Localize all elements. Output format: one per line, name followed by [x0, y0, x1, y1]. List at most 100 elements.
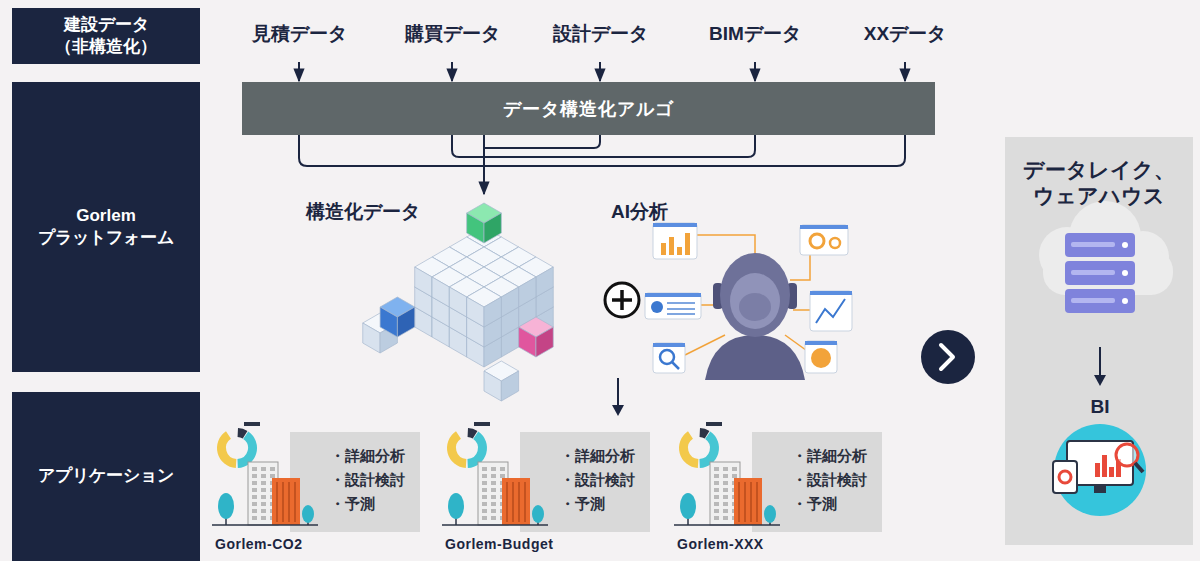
- merge-line: [452, 135, 755, 157]
- app-card: ・詳細分析・設計検討・予測Gorlem-Budget: [520, 432, 650, 532]
- arrow-shaft: [617, 378, 619, 408]
- window: [500, 474, 505, 478]
- merge-line: [299, 135, 905, 166]
- ui-panel: [653, 223, 697, 259]
- building: [502, 478, 530, 525]
- cube-face: [501, 287, 518, 317]
- feature-item: ・予測: [330, 492, 414, 516]
- legend-bar: [706, 422, 722, 426]
- gear-icon: [810, 234, 824, 248]
- bi-label: BI: [1091, 396, 1110, 418]
- window: [723, 516, 728, 520]
- window: [252, 509, 257, 513]
- plus-symbol: [605, 283, 639, 317]
- button-circle: [921, 330, 975, 384]
- tree: [532, 505, 544, 523]
- cube-face: [415, 267, 432, 297]
- tree: [680, 493, 696, 519]
- window: [491, 502, 496, 506]
- window: [500, 467, 505, 471]
- donut-chart: [1059, 471, 1071, 483]
- flow-arrow: [483, 135, 485, 194]
- window: [732, 474, 737, 478]
- structured-data: 構造化データ: [300, 195, 575, 395]
- cube-face: [467, 213, 484, 243]
- window: [261, 509, 266, 513]
- panel-header: [653, 343, 685, 347]
- window: [252, 516, 257, 520]
- building-stripe: [738, 482, 740, 522]
- cube-face: [484, 371, 501, 401]
- bi-circle: [1054, 424, 1146, 516]
- cube-face: [501, 371, 518, 401]
- window: [723, 488, 728, 492]
- data-source: XXデータ: [862, 20, 948, 48]
- monitor-stand: [1094, 485, 1106, 493]
- building-stripe: [294, 482, 296, 522]
- server-led: [1122, 298, 1128, 304]
- ui-panel: [810, 291, 852, 331]
- building-stripe: [512, 482, 514, 522]
- feature-item: ・設計検討: [330, 468, 414, 492]
- app-illustration: [674, 422, 780, 525]
- face: [730, 273, 780, 329]
- building-stripe: [518, 482, 520, 522]
- illustration: [210, 418, 340, 536]
- node-text: 構造化データ: [300, 195, 426, 229]
- section-label: アプリケーション: [12, 392, 200, 561]
- ui-panel: [800, 225, 848, 255]
- chart-bar: [685, 233, 690, 255]
- window: [714, 481, 719, 485]
- ui-panel: [653, 343, 685, 373]
- window: [252, 467, 257, 471]
- node-text: 購買データ: [405, 21, 500, 47]
- illustration: [672, 418, 802, 536]
- window: [732, 467, 737, 471]
- cube-face: [484, 213, 501, 243]
- chart-bar: [661, 243, 666, 255]
- window: [270, 467, 275, 471]
- panel-header: [800, 225, 848, 229]
- data-source: 見積データ: [250, 20, 349, 48]
- window: [261, 467, 266, 471]
- cube-face: [380, 307, 397, 337]
- chart-bar: [1102, 455, 1107, 477]
- node-text: アプリケーション: [38, 465, 174, 487]
- illustration: [440, 418, 570, 536]
- donut-segment: [217, 431, 236, 468]
- building-stripe: [750, 482, 752, 522]
- globe-icon: [811, 348, 831, 368]
- merge-brackets: [299, 135, 905, 166]
- window: [723, 509, 728, 513]
- window: [261, 474, 266, 478]
- window: [714, 495, 719, 499]
- window: [723, 502, 728, 506]
- down-arrow: [612, 378, 624, 416]
- panel-header: [645, 293, 701, 297]
- bi-illustration: [1053, 424, 1146, 516]
- feature-item: ・予測: [792, 492, 876, 516]
- window: [482, 495, 487, 499]
- node-text: データ構造化アルゴ: [503, 97, 674, 121]
- server-led: [1122, 270, 1128, 276]
- text-line: [667, 313, 695, 315]
- window: [491, 516, 496, 520]
- window: [482, 509, 487, 513]
- window: [270, 474, 275, 478]
- node-text: データレイク、 ウェアハウス: [1013, 157, 1185, 210]
- node-text: 見積データ: [252, 21, 347, 47]
- flow-arrow: [904, 62, 906, 81]
- building-stripe: [288, 482, 290, 522]
- magnifier-icon: [660, 350, 674, 364]
- ground-line: [442, 524, 548, 526]
- server-unit: [1065, 261, 1135, 285]
- window: [252, 502, 257, 506]
- window: [482, 474, 487, 478]
- flow-arrow: [451, 62, 453, 81]
- merge-line: [484, 135, 600, 148]
- window: [714, 509, 719, 513]
- window: [491, 488, 496, 492]
- app-illustration: [212, 422, 318, 525]
